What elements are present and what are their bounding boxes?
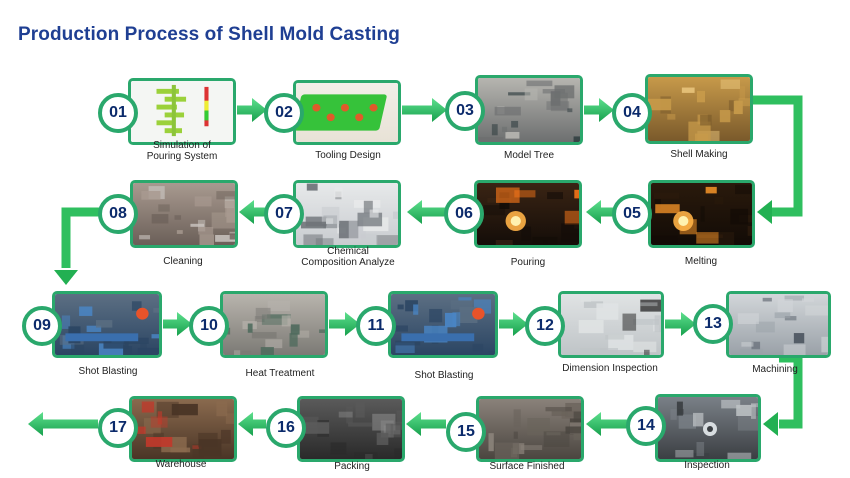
step-number-badge: 05 [612,194,652,234]
step-label: Chemical Composition Analyze [301,246,395,268]
step-label: Melting [684,255,718,267]
arrow-04-05-head [757,200,772,224]
step-label: Warehouse [155,458,207,470]
step-photo-08 [130,180,238,248]
step-photo-06 [474,180,582,248]
step-number-badge: 02 [264,93,304,133]
step-number-badge: 03 [445,91,485,131]
step-photo-05 [648,180,755,248]
step-photo-16 [297,396,405,462]
step-photo-14 [655,394,761,462]
step-photo-02 [293,80,401,145]
step-photo-01 [128,78,236,145]
step-label: Shell Making [670,148,728,160]
arrow-02-03 [402,98,447,122]
step-label: Tooling Design [315,149,381,161]
step-number-badge: 14 [626,406,666,446]
step-label: Heat Treatment [245,367,315,379]
arrow-13-14-line [779,353,803,429]
step-number-badge: 04 [612,93,652,133]
step-photo-09 [52,291,162,358]
arrow-08-09-line [61,207,100,268]
step-number-badge: 09 [22,306,62,346]
arrow-11-12 [499,312,528,336]
step-photo-13 [726,291,831,358]
step-label: Model Tree [503,149,555,161]
arrow-12-13 [665,312,696,336]
step-label: Packing [334,460,370,472]
step-photo-11 [388,291,498,358]
step-label: Shot Blasting [414,369,474,381]
step-label: Inspection [684,459,730,471]
step-number-badge: 17 [98,408,138,448]
step-label: Surface Finished [489,460,565,472]
step-label: Cleaning [163,255,203,267]
step-photo-07 [293,180,401,248]
step-number-badge: 06 [444,194,484,234]
step-photo-03 [475,75,583,145]
step-number-badge: 11 [356,306,396,346]
step-label: Simulation of Pouring System [146,140,218,162]
step-photo-15 [476,396,584,462]
step-number-badge: 01 [98,93,138,133]
step-label: Pouring [510,256,546,268]
step-photo-10 [220,291,328,358]
arrow-01-02 [237,98,267,122]
step-photo-04 [645,74,753,144]
step-number-badge: 08 [98,194,138,234]
step-number-badge: 13 [693,304,733,344]
arrow-10-11 [329,312,360,336]
step-label: Dimension Inspection [562,362,658,374]
arrow-14-15 [586,412,628,436]
arrow-08-09-head [54,270,78,285]
step-number-badge: 12 [525,306,565,346]
step-number-badge: 15 [446,412,486,452]
arrow-06-07 [407,200,474,224]
flow-arrows [28,95,803,436]
step-photo-17 [129,396,237,462]
step-number-badge: 07 [264,194,304,234]
arrow-15-16 [406,412,446,436]
arrow-13-14-head [763,412,778,436]
arrow-16-17 [238,412,266,436]
arrow-09-10 [163,312,192,336]
arrow-17-out [28,412,98,436]
step-label: Shot Blasting [78,365,138,377]
arrow-03-04 [584,98,614,122]
step-photo-12 [558,291,664,358]
page-title: Production Process of Shell Mold Casting [18,24,400,45]
step-number-badge: 10 [189,306,229,346]
step-label: Machining [752,363,798,375]
arrow-04-05-line [753,95,803,217]
step-number-badge: 16 [266,408,306,448]
